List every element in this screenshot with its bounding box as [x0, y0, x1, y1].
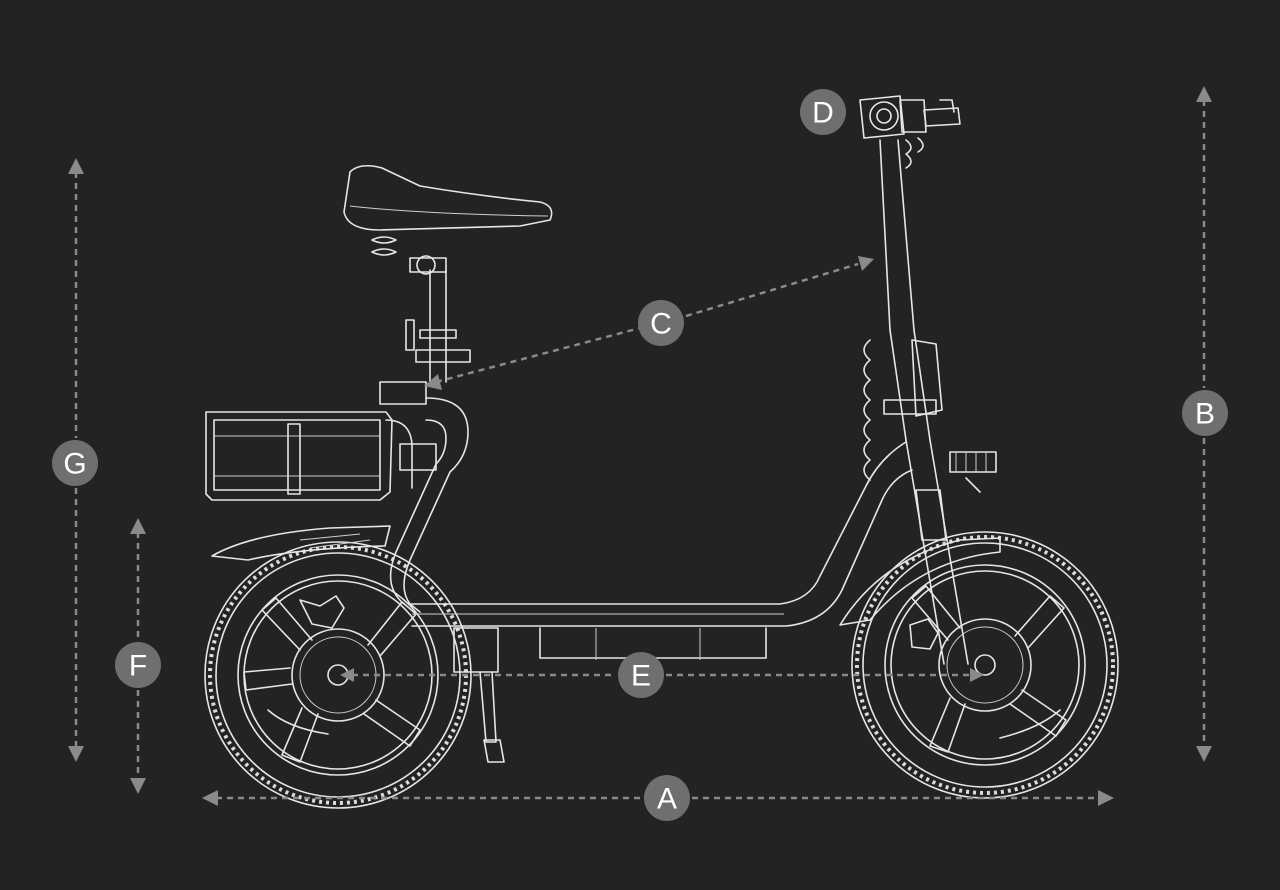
dimension-C: C [424, 256, 874, 390]
handlebar [859, 95, 961, 169]
scooter-illustration [204, 95, 1119, 809]
dimension-E: E [340, 652, 984, 698]
battery-box [539, 627, 767, 659]
front-wheel [851, 531, 1119, 799]
label-C-badge: C [638, 300, 684, 346]
kickstand [453, 627, 505, 763]
label-B: B [1195, 398, 1215, 431]
label-F-badge: F [115, 642, 161, 688]
label-E: E [631, 660, 651, 693]
rear-fender [211, 525, 391, 561]
label-G-badge: G [52, 440, 98, 486]
dimension-B: B [1182, 86, 1228, 762]
label-D-badge: D [800, 89, 846, 135]
label-D: D [812, 97, 834, 130]
label-C: C [650, 308, 672, 341]
dimension-F: F [115, 518, 161, 794]
frame [379, 381, 913, 627]
rear-basket [205, 411, 413, 501]
label-E-badge: E [618, 652, 664, 698]
steering-column [863, 139, 997, 665]
label-A-badge: A [644, 775, 690, 821]
dimension-G: G [52, 158, 98, 762]
front-fender [839, 537, 1001, 626]
label-G: G [63, 448, 86, 481]
label-A: A [657, 783, 677, 816]
seat [343, 164, 553, 383]
label-F: F [129, 650, 147, 683]
dimension-A: A [202, 775, 1114, 821]
label-B-badge: B [1182, 390, 1228, 436]
